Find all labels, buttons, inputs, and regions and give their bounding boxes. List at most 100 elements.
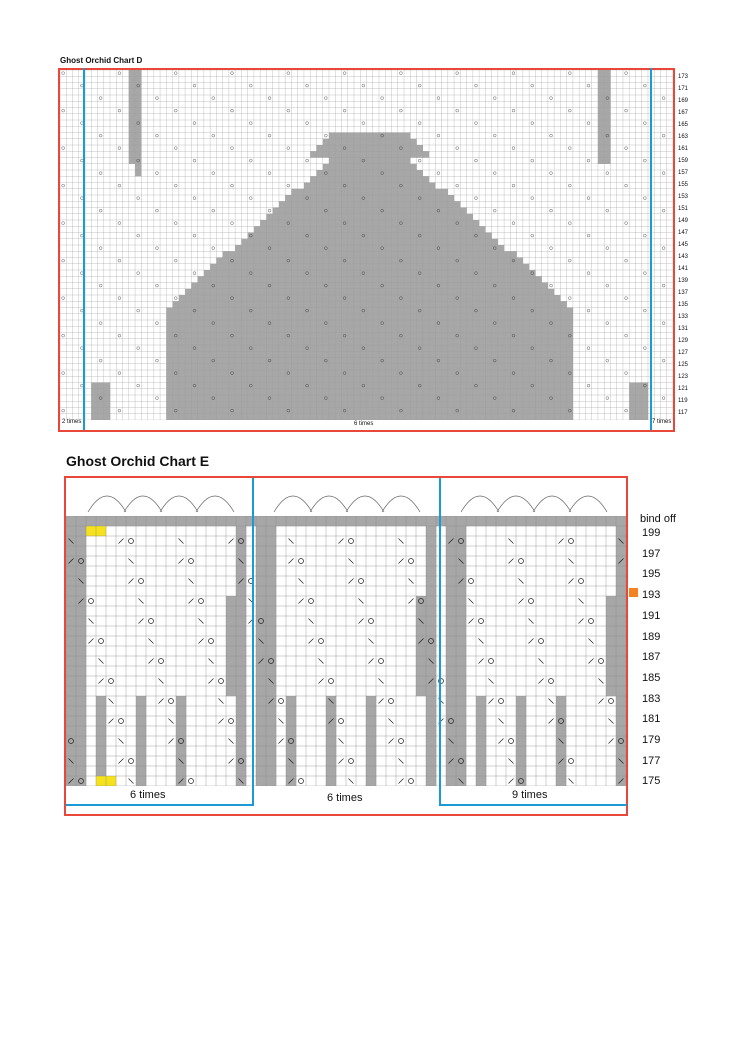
chart-d-shaded-cell <box>460 382 467 389</box>
chart-e-shaded-cell <box>416 626 427 637</box>
chart-e-shaded-cell <box>236 636 247 647</box>
chart-d-shaded-cell <box>404 320 411 327</box>
chart-d-shaded-cell <box>397 326 405 333</box>
chart-e-shaded-cell <box>236 566 247 577</box>
chart-d-shaded-cell <box>435 188 442 196</box>
chart-d-shaded-cell <box>260 220 267 227</box>
chart-e-ssk-symbol <box>288 758 294 764</box>
chart-d-shaded-cell <box>366 157 373 164</box>
chart-d-shaded-cell <box>441 320 449 327</box>
chart-d-shaded-cell <box>385 370 392 377</box>
chart-d-shaded-cell <box>347 301 355 308</box>
chart-d-shaded-cell <box>316 326 323 333</box>
chart-d-shaded-cell <box>379 132 386 139</box>
chart-d-shaded-cell <box>516 345 524 352</box>
chart-d-shaded-cell <box>491 263 499 271</box>
chart-d-shaded-cell <box>228 388 236 396</box>
chart-d-shaded-cell <box>479 238 486 246</box>
chart-d-shaded-cell <box>366 401 373 408</box>
chart-d-shaded-cell <box>429 351 436 358</box>
chart-d-yo-symbol <box>249 196 253 200</box>
chart-d-shaded-cell <box>522 401 530 408</box>
chart-e-yo-symbol <box>288 738 294 744</box>
chart-d-yo-symbol <box>99 321 103 325</box>
chart-d-yo-symbol <box>549 209 553 213</box>
chart-d-shaded-cell <box>404 138 411 146</box>
chart-d-shaded-cell <box>429 338 436 346</box>
chart-d-shaded-cell <box>328 388 336 396</box>
chart-d-shaded-cell <box>185 345 192 352</box>
chart-d-shaded-cell <box>541 301 549 308</box>
chart-e-ssk-symbol <box>458 558 464 564</box>
chart-d-shaded-cell <box>460 257 467 264</box>
chart-d-shaded-cell <box>228 363 236 371</box>
chart-d-shaded-cell <box>541 382 549 389</box>
chart-d-shaded-cell <box>497 332 505 339</box>
chart-d-shaded-cell <box>435 201 442 208</box>
chart-d-shaded-cell <box>366 251 373 258</box>
chart-d-yo-symbol <box>436 246 441 250</box>
chart-d-shaded-cell <box>372 376 380 383</box>
chart-d-yo-symbol <box>155 321 159 325</box>
chart-d-shaded-cell <box>247 276 255 283</box>
chart-e-shaded-cell <box>256 586 267 597</box>
chart-d-shaded-cell <box>97 407 104 414</box>
chart-d-shaded-cell <box>135 145 142 152</box>
chart-e-shaded-cell <box>266 566 277 577</box>
chart-e-k2tog-symbol <box>338 538 344 544</box>
chart-d-shaded-cell <box>203 307 211 314</box>
chart-d-symbols <box>61 71 666 413</box>
chart-d-shaded-cell <box>353 145 361 152</box>
chart-d-shaded-cell <box>191 357 198 364</box>
chart-e-k2tog-symbol <box>78 598 84 604</box>
chart-e-shaded-cell <box>176 736 187 747</box>
chart-e-shaded-cell <box>76 676 87 687</box>
chart-d-shaded-cell <box>347 338 355 346</box>
chart-e-yo-symbol <box>448 718 454 724</box>
chart-d-yo-symbol <box>530 84 534 88</box>
chart-d-yo-symbol <box>399 184 403 188</box>
chart-d-shaded-cell <box>529 295 536 302</box>
chart-d-shaded-cell <box>441 376 449 383</box>
chart-d-shaded-cell <box>372 345 380 352</box>
chart-d-shaded-cell <box>222 332 230 339</box>
chart-d-shaded-cell <box>291 295 298 302</box>
chart-d-shaded-cell <box>335 345 342 352</box>
chart-e-shaded-cell <box>236 716 247 727</box>
chart-d-shaded-cell <box>372 382 380 389</box>
chart-d-shaded-cell <box>416 245 423 252</box>
chart-d-shaded-cell <box>266 232 273 239</box>
chart-d-shaded-cell <box>335 251 342 258</box>
chart-d-shaded-cell <box>547 395 555 402</box>
chart-d-shaded-cell <box>135 101 142 108</box>
chart-d-shaded-cell <box>529 270 536 277</box>
chart-d-shaded-cell <box>416 332 423 339</box>
chart-d-shaded-cell <box>397 232 405 239</box>
chart-d-repeat-center: 6 times <box>354 421 374 427</box>
chart-d-shaded-cell <box>185 326 192 333</box>
chart-d-shaded-cell <box>297 207 305 214</box>
chart-d-shaded-cell <box>529 326 536 333</box>
chart-d-shaded-cell <box>491 326 499 333</box>
chart-d-shaded-cell <box>247 307 255 314</box>
chart-d-shaded-cell <box>366 413 373 420</box>
chart-d-yo-symbol <box>192 309 197 313</box>
chart-d-yo-symbol <box>305 84 309 88</box>
chart-d-shaded-cell <box>166 351 173 358</box>
chart-d-shaded-cell <box>216 282 223 289</box>
chart-d-shaded-cell <box>247 395 255 402</box>
chart-d-shaded-cell <box>322 201 330 208</box>
chart-d-shaded-cell <box>347 351 355 358</box>
chart-d-shaded-cell <box>285 201 292 208</box>
chart-e-shaded-cell <box>446 586 457 597</box>
chart-d-yo-symbol <box>530 346 534 350</box>
chart-d-shaded-cell <box>404 270 411 277</box>
chart-e-shaded-cell <box>96 746 107 757</box>
chart-d-shaded-cell <box>241 407 248 414</box>
chart-d-yo-symbol <box>399 109 403 113</box>
chart-d-shaded-cell <box>303 301 311 308</box>
chart-d-shaded-cell <box>372 395 380 402</box>
chart-e-row-number: 193 <box>642 589 661 602</box>
chart-e-ssk-symbol <box>128 778 134 784</box>
chart-d-shaded-cell <box>504 338 511 346</box>
